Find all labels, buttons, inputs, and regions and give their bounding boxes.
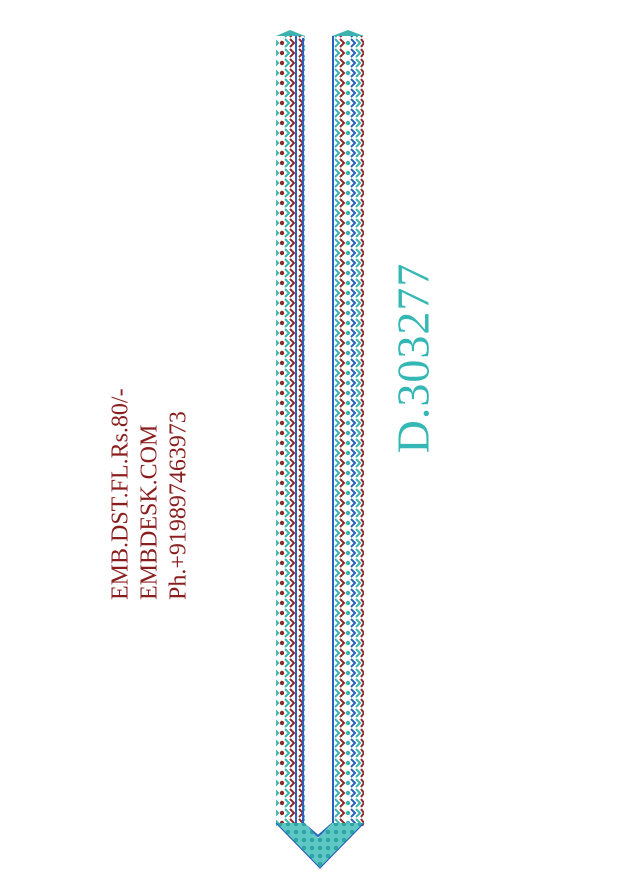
info-text-block: EMB.DST.FL.Rs.80/- EMBDESK.COM Ph.+91989… [107, 280, 194, 600]
design-code-label: D.303277 [387, 262, 439, 454]
v-tip-embroidery [276, 823, 364, 868]
right-embroidery-band [332, 30, 364, 826]
website-line: EMBDESK.COM [136, 424, 163, 600]
price-line: EMB.DST.FL.Rs.80/- [107, 388, 134, 600]
phone-line: Ph.+919897463973 [165, 411, 192, 600]
neck-opening-outline [302, 38, 334, 838]
embroidery-neckline-design [275, 30, 365, 869]
left-embroidery-band [276, 30, 305, 826]
